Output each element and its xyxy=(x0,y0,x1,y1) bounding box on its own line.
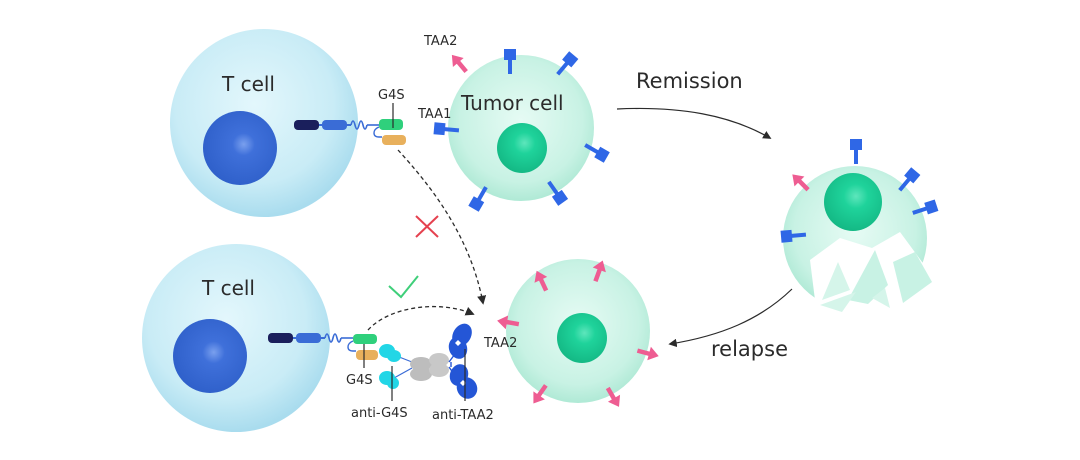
cell-fragment xyxy=(822,262,850,300)
t-cell-bottom-nucleus xyxy=(173,319,247,393)
scfv-vl xyxy=(382,135,406,145)
car-signal-domain xyxy=(268,333,293,343)
remission-arrow xyxy=(616,107,772,139)
anti-g4s-binder xyxy=(379,344,401,389)
remission-label: Remission xyxy=(636,69,743,93)
taa2-antigen xyxy=(446,50,472,77)
t-cell-top: T cell xyxy=(170,29,358,217)
g4s-top-label: G4S xyxy=(378,88,405,103)
check-icon xyxy=(388,275,419,299)
scfv-vh xyxy=(379,119,403,130)
tumor-cell-label: Tumor cell xyxy=(460,91,564,115)
cell-fragment xyxy=(893,252,932,303)
car-costim-domain xyxy=(296,333,321,343)
cell-fragment xyxy=(848,250,888,304)
car-receptor-bottom: G4S xyxy=(268,333,378,388)
car-signal-domain xyxy=(294,120,319,130)
cross-icon xyxy=(415,215,439,238)
anti-taa2-binder xyxy=(448,323,478,399)
bispecific-adapter: anti-G4S anti-TAA2 xyxy=(351,323,494,423)
taa2-top-label: TAA2 xyxy=(423,34,457,49)
t-cell-top-nucleus xyxy=(203,111,277,185)
relapsed-tumor-cell: TAA2 xyxy=(483,258,661,411)
tumor-cell-nucleus xyxy=(497,123,547,173)
taa2-bottom-label: TAA2 xyxy=(483,336,517,351)
t-cell-bottom-label: T cell xyxy=(201,276,255,300)
t-cell-bottom: T cell xyxy=(142,244,330,432)
tumor-cell-top: Tumor cell TAA2 TAA1 xyxy=(417,34,610,212)
taa1-antigen xyxy=(850,139,862,164)
lysed-tumor-nucleus xyxy=(824,173,882,231)
lysed-tumor-cell xyxy=(780,139,945,318)
cell-fragment xyxy=(872,288,890,308)
car-hinge xyxy=(324,333,342,343)
relapse-label: relapse xyxy=(711,337,788,361)
anti-g4s-label: anti-G4S xyxy=(351,406,408,421)
scfv-vh xyxy=(353,334,377,344)
adapter-path-arrow xyxy=(367,305,475,331)
taa1-label: TAA1 xyxy=(417,107,451,122)
scfv-vl xyxy=(356,350,378,360)
relapse-arrow xyxy=(668,288,793,348)
car-hinge xyxy=(350,120,368,130)
cell-fragment xyxy=(820,292,856,312)
g4s-bottom-label: G4S xyxy=(346,373,373,388)
t-cell-top-label: T cell xyxy=(221,72,275,96)
relapsed-tumor-nucleus xyxy=(557,313,607,363)
anti-taa2-label: anti-TAA2 xyxy=(432,408,494,423)
car-receptor-top: G4S xyxy=(294,88,406,145)
antibody-fc xyxy=(410,353,449,381)
car-costim-domain xyxy=(322,120,347,130)
blocked-path-arrow xyxy=(397,149,487,305)
